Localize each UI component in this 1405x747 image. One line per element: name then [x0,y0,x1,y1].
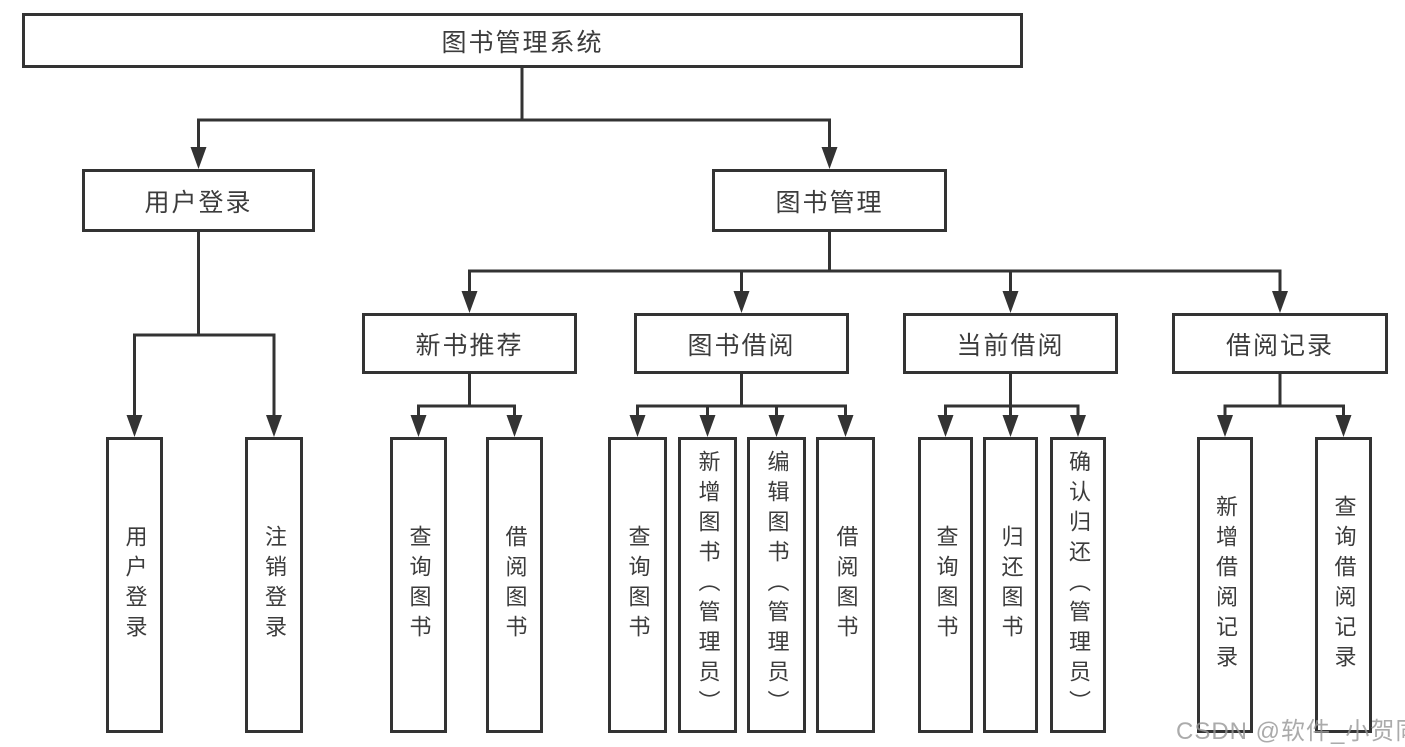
node-borrowing-records-label: 借阅记录 [1225,331,1334,360]
leaf-borrowing-query-book: 查询图书 [608,437,667,733]
leaf-recommend-query-book-label: 查询图书 [406,525,432,645]
arrowhead-down-icon [1217,415,1233,437]
leaf-borrowing-add-book: 新增图书（管理员） [678,437,737,733]
arrowhead-down-icon [821,147,838,169]
node-book-borrowing-label: 图书借阅 [687,331,796,360]
leaf-current-return-book-label: 归还图书 [998,525,1024,645]
leaf-borrowing-edit-book: 编辑图书（管理员） [747,437,806,733]
node-book-management-label: 图书管理 [775,188,884,217]
arrowhead-down-icon [1335,415,1352,437]
arrowhead-down-icon [190,147,207,169]
leaf-login-label: 用户登录 [122,525,148,645]
csdn-watermark: CSDN @软件_小贺同学 [1176,718,1405,745]
leaf-borrowing-query-book-label: 查询图书 [625,525,651,645]
arrowhead-down-icon [768,415,785,437]
arrowhead-down-icon [1272,291,1288,313]
leaf-login: 用户登录 [106,437,163,733]
arrowhead-down-icon [937,415,954,437]
node-new-book-recommend-label: 新书推荐 [415,331,524,360]
leaf-current-confirm-return: 确认归还（管理员） [1050,437,1106,733]
leaf-current-return-book: 归还图书 [983,437,1038,733]
node-book-borrowing: 图书借阅 [634,313,849,374]
leaf-logout-label: 注销登录 [262,525,287,645]
node-borrowing-records: 借阅记录 [1172,313,1388,374]
arrowhead-down-icon [1070,415,1086,437]
node-user-login-label: 用户登录 [144,188,253,217]
leaf-borrowing-borrow-book-label: 借阅图书 [833,525,859,645]
leaf-records-query-record-label: 查询借阅记录 [1331,495,1357,675]
node-book-management: 图书管理 [712,169,947,232]
arrowhead-down-icon [629,415,646,437]
node-root-label: 图书管理系统 [441,28,604,57]
arrowhead-down-icon [733,291,750,313]
leaf-records-add-record-label: 新增借阅记录 [1213,495,1238,675]
leaf-current-query-book: 查询图书 [918,437,973,733]
leaf-recommend-borrow-book-label: 借阅图书 [502,525,528,645]
arrowhead-down-icon [266,415,282,437]
leaf-records-query-record: 查询借阅记录 [1315,437,1372,733]
node-root: 图书管理系统 [22,13,1023,68]
node-new-book-recommend: 新书推荐 [362,313,577,374]
arrowhead-down-icon [1002,291,1019,313]
arrowhead-down-icon [1002,415,1019,437]
arrowhead-down-icon [410,415,427,437]
node-user-login: 用户登录 [82,169,315,232]
leaf-recommend-borrow-book: 借阅图书 [486,437,543,733]
leaf-current-query-book-label: 查询图书 [933,525,959,645]
leaf-borrowing-edit-book-label: 编辑图书（管理员） [764,450,790,720]
arrowhead-down-icon [699,415,716,437]
arrowhead-down-icon [461,291,478,313]
leaf-borrowing-borrow-book: 借阅图书 [816,437,875,733]
arrowhead-down-icon [126,415,143,437]
leaf-logout: 注销登录 [245,437,303,733]
arrowhead-down-icon [837,415,854,437]
node-current-borrowing-label: 当前借阅 [956,331,1065,360]
leaf-records-add-record: 新增借阅记录 [1197,437,1253,733]
leaf-recommend-query-book: 查询图书 [390,437,447,733]
leaf-current-confirm-return-label: 确认归还（管理员） [1066,450,1091,720]
arrowhead-down-icon [506,415,523,437]
leaf-borrowing-add-book-label: 新增图书（管理员） [695,450,721,720]
node-current-borrowing: 当前借阅 [903,313,1118,374]
